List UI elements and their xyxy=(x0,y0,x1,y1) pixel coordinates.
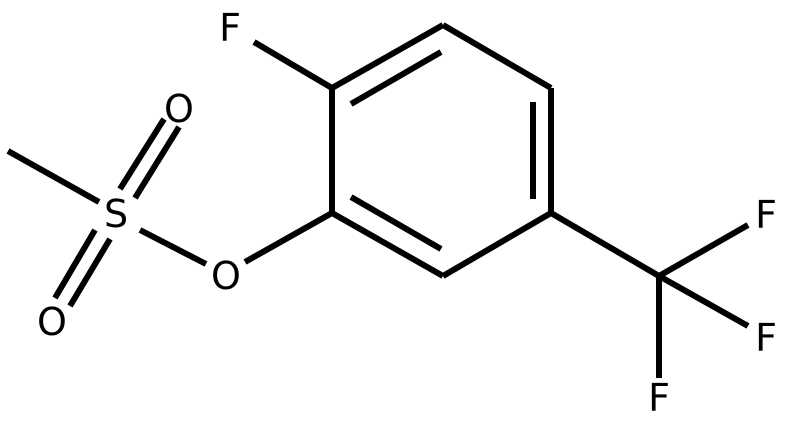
bond-cf3-fluorine-top xyxy=(657,222,750,279)
atom-label-cf3-fluorine-top: F xyxy=(755,193,777,237)
ring-bond-c1-c2 xyxy=(330,22,445,91)
atom-label-sulfur: S xyxy=(104,192,128,236)
bond-c4-cf3-carbon xyxy=(549,210,661,279)
atom-label-fluorine: F xyxy=(219,6,241,50)
atom-label-sulfonyl-oxygen-bottom: O xyxy=(37,300,67,344)
atom-label-cf3-fluorine-middle: F xyxy=(755,316,777,360)
ring-bond-c5-c6-inner xyxy=(349,194,443,252)
ring-bond-c2-c3 xyxy=(441,22,553,91)
bond-ester-oxygen-sulfur xyxy=(138,227,208,267)
bond-c6-ester-oxygen xyxy=(243,210,334,265)
atom-label-ester-oxygen: O xyxy=(211,254,241,298)
ring-bond-c5-c6 xyxy=(330,210,445,279)
atom-label-cf3-fluorine-bottom: F xyxy=(648,376,670,420)
bond-sulfur-oxygen-bottom-a xyxy=(52,228,98,300)
bond-sulfur-oxygen-top-b xyxy=(132,125,182,200)
atom-label-sulfonyl-oxygen-top: O xyxy=(164,87,194,131)
ring-bond-c1-c2-inner xyxy=(349,49,443,107)
bond-sulfur-oxygen-top-a xyxy=(117,117,167,191)
ring-bond-c4-c5 xyxy=(441,210,553,279)
bond-cf3-fluorine-middle xyxy=(657,273,750,329)
bond-methyl-sulfur xyxy=(6,148,101,205)
bond-sulfur-oxygen-bottom-b xyxy=(67,237,113,308)
bond-c1-fluorine xyxy=(252,39,334,91)
